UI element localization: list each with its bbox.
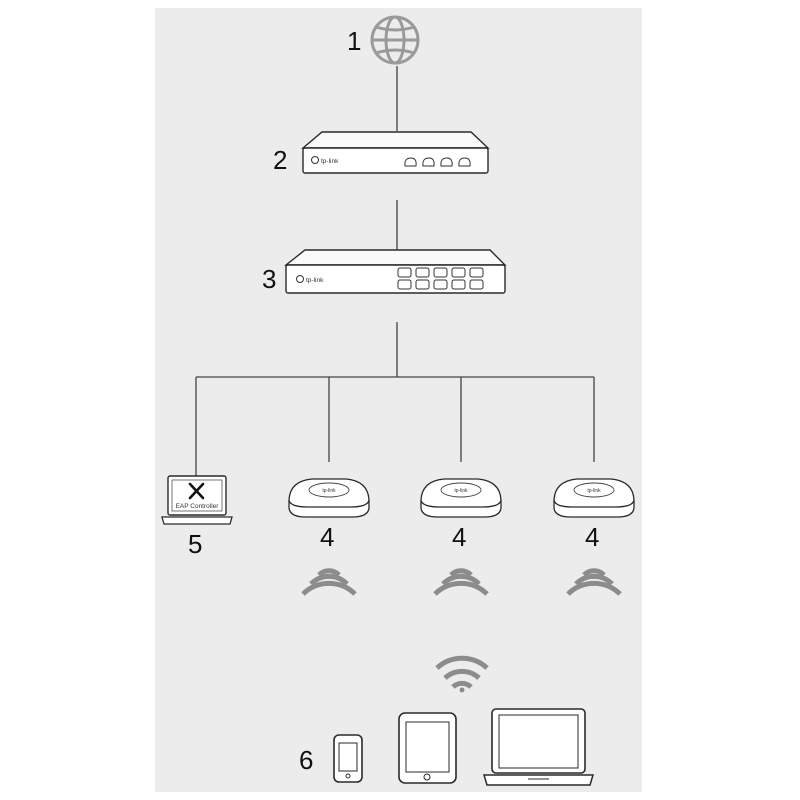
- access-point-2: tp-link: [420, 478, 502, 518]
- access-point-3: tp-link: [553, 478, 635, 518]
- controller-screen-label: EAP Controller: [176, 503, 220, 510]
- label-ap-3: 4: [585, 522, 599, 552]
- wifi-icon-clients: [435, 655, 489, 693]
- client-phone: [333, 734, 363, 783]
- label-switch: 3: [262, 264, 276, 294]
- switch-device: tp-link: [283, 249, 507, 294]
- wifi-icon-ap3: [566, 568, 622, 596]
- ap1-brand: tp-link: [322, 488, 336, 494]
- connection-lines: [195, 66, 595, 476]
- label-controller: 5: [188, 529, 202, 559]
- router-port-icons: [404, 157, 471, 167]
- client-tablet: [398, 712, 457, 784]
- label-ap-2: 4: [452, 522, 466, 552]
- wifi-icon-ap1: [301, 568, 357, 596]
- internet-globe-icon: [370, 15, 420, 65]
- label-internet: 1: [347, 26, 361, 56]
- label-router: 2: [273, 145, 287, 175]
- client-laptop: [482, 708, 595, 786]
- label-clients: 6: [299, 745, 313, 775]
- ap3-brand: tp-link: [587, 488, 601, 494]
- router-device: tp-link: [301, 131, 490, 174]
- switch-brand: tp-link: [306, 277, 324, 284]
- ap2-brand: tp-link: [454, 488, 468, 494]
- router-brand: tp-link: [321, 158, 339, 165]
- switch-logo-icon: [296, 275, 304, 283]
- wifi-icon-ap2: [433, 568, 489, 596]
- switch-port-icons: [397, 267, 484, 290]
- eap-controller-laptop: EAP Controller: [161, 475, 233, 525]
- access-point-1: tp-link: [288, 478, 370, 518]
- wrench-screwdriver-icon: [188, 482, 205, 500]
- router-logo-icon: [311, 156, 319, 164]
- label-ap-1: 4: [320, 522, 334, 552]
